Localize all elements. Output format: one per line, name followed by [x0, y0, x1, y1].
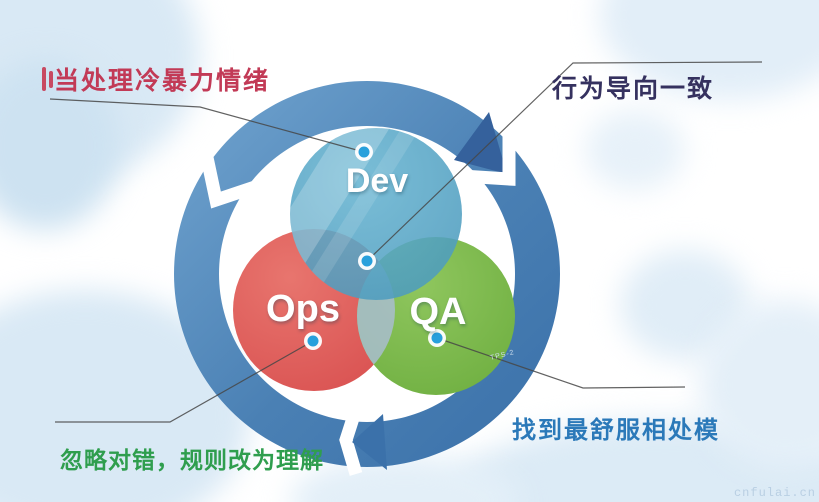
ring-arrowhead [352, 414, 387, 470]
dev-label: Dev [345, 162, 409, 200]
ring-gap-chevron-topright [461, 127, 516, 186]
callout-text-top-right: 行为导向一致 [552, 75, 715, 103]
ring-gap-chevron-topleft [198, 146, 264, 209]
callout-line-top-left [49, 98, 365, 153]
callout-anchor-dot-ops [304, 332, 322, 350]
watermark-text: cnfulai.cn [733, 486, 816, 500]
callout-text-top-left: 当处理冷暴力情绪 [54, 67, 271, 95]
callout-text-bottom-right: 找到最舒服相处模 [512, 417, 720, 444]
callout-line-bottom-right [436, 337, 686, 389]
callout-line-bottom-left [55, 340, 314, 423]
clipped-character-fragment [42, 67, 53, 91]
ops-label: Ops [266, 288, 340, 330]
callout-anchor-dot-dev [355, 143, 373, 161]
dev-circle [290, 128, 462, 300]
ring-arrowhead [454, 112, 507, 174]
callout-text-bottom-left: 忽略对错，规则改为理解 [60, 447, 324, 473]
dev-circle-highlight [290, 128, 441, 300]
qa-label: QA [409, 291, 467, 333]
ring-gap-chevron-bottom [339, 410, 363, 476]
callout-line-top-right [366, 61, 763, 262]
callout-anchor-dot-center [358, 252, 376, 270]
callout-anchor-dot-qa [428, 329, 446, 347]
